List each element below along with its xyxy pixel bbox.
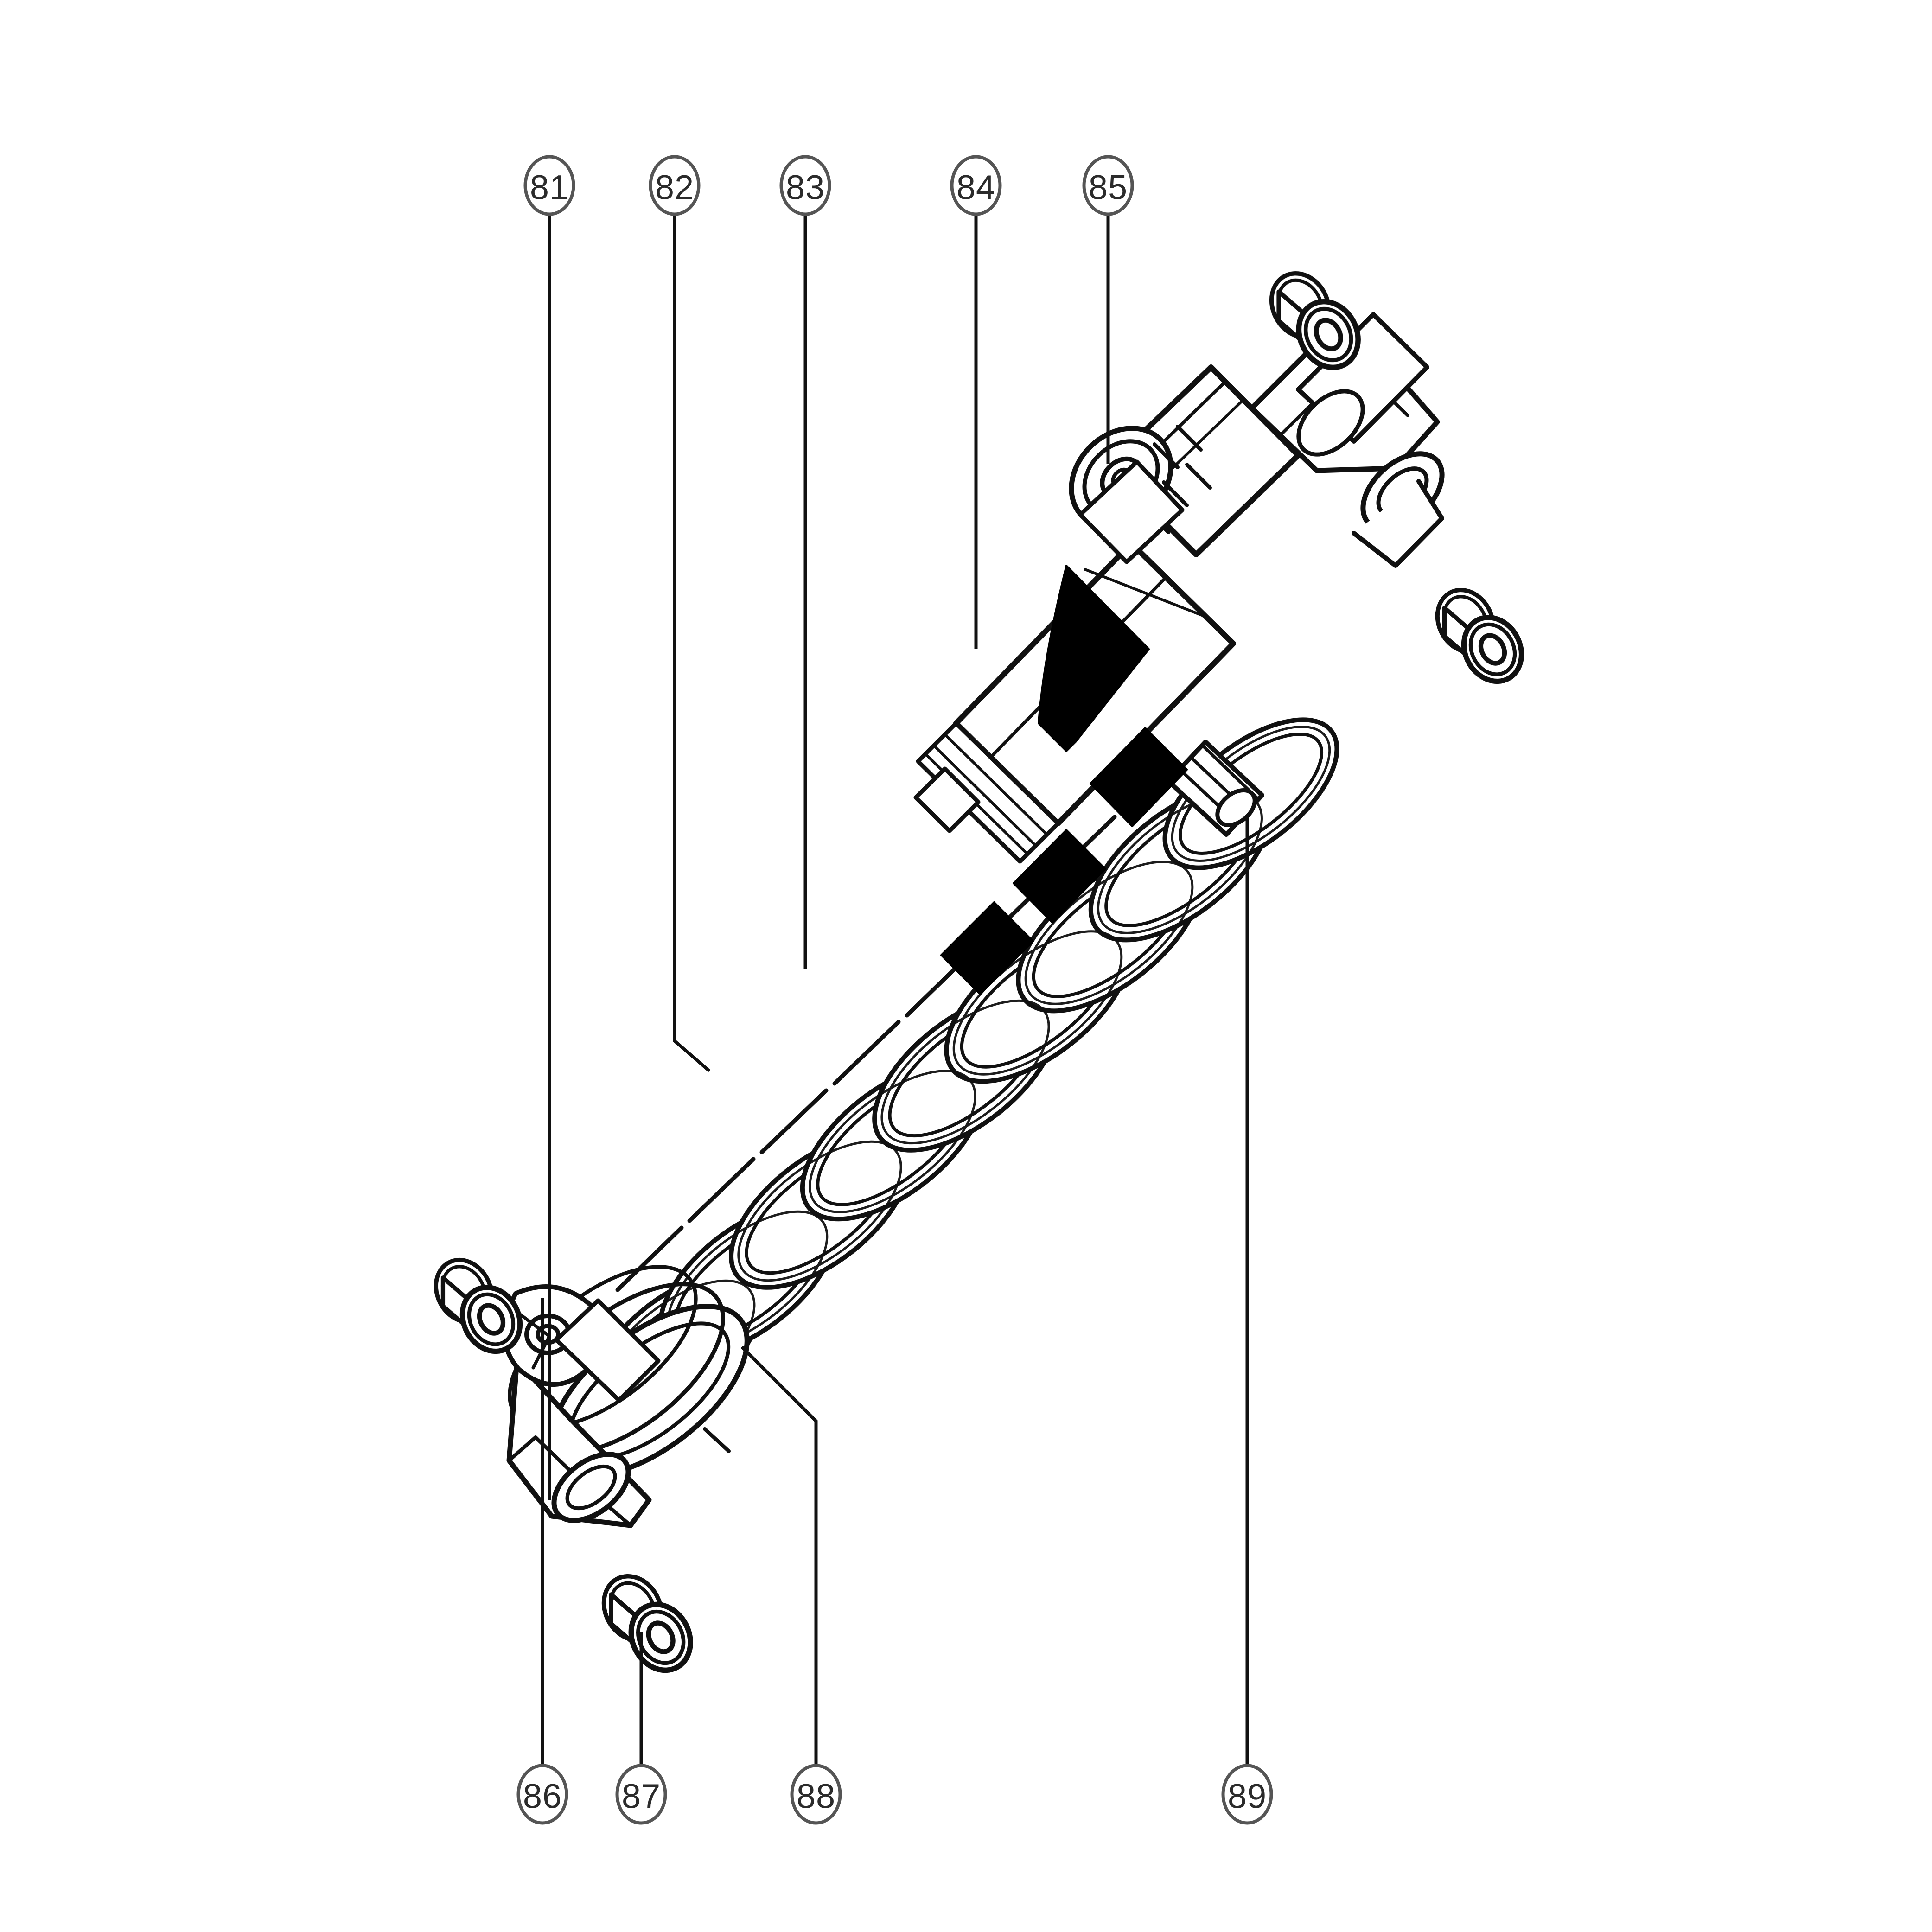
callout-81-label: 81 — [530, 168, 569, 207]
callout-81-circle[interactable] — [523, 155, 575, 216]
leader-line-82 — [673, 214, 711, 1072]
callout-88[interactable]: 88 — [790, 1764, 842, 1825]
callout-82-circle[interactable] — [649, 155, 701, 216]
callout-88-circle[interactable] — [790, 1764, 842, 1825]
callout-89-circle[interactable] — [1221, 1764, 1273, 1825]
callout-84-circle[interactable] — [950, 155, 1002, 216]
shock-absorber-assembly — [425, 263, 1532, 1681]
leader-line-88 — [740, 1345, 818, 1766]
damper-body-reservoir — [913, 541, 1236, 995]
damper-shadow-region — [1038, 565, 1150, 752]
callout-81[interactable]: 81 — [523, 155, 575, 216]
callout-89[interactable]: 89 — [1221, 1764, 1273, 1825]
callout-83[interactable]: 83 — [779, 155, 831, 216]
callout-82-label: 82 — [655, 168, 694, 207]
leader-lines — [541, 214, 1249, 1766]
callout-87-circle[interactable] — [615, 1764, 667, 1825]
callout-83-circle[interactable] — [779, 155, 831, 216]
coil-spring — [590, 717, 1339, 1422]
callout-86-label: 86 — [523, 1777, 562, 1816]
callout-83-label: 83 — [786, 168, 825, 207]
callout-89-label: 89 — [1228, 1777, 1267, 1816]
callout-87[interactable]: 87 — [615, 1764, 667, 1825]
callout-85[interactable]: 85 — [1082, 155, 1134, 216]
callout-85-label: 85 — [1089, 168, 1128, 207]
lower-mount-eye — [502, 1284, 661, 1528]
callout-87-label: 87 — [622, 1777, 661, 1816]
callout-85-circle[interactable] — [1082, 155, 1134, 216]
callout-82[interactable]: 82 — [649, 155, 701, 216]
damper-rod-adjuster — [1166, 740, 1264, 837]
callout-balloons: 81 82 83 84 85 86 — [516, 155, 1273, 1825]
callout-88-label: 88 — [797, 1777, 835, 1816]
callout-86-circle[interactable] — [516, 1764, 568, 1825]
callout-84[interactable]: 84 — [950, 155, 1002, 216]
callout-86[interactable]: 86 — [516, 1764, 568, 1825]
callout-84-label: 84 — [956, 168, 995, 207]
